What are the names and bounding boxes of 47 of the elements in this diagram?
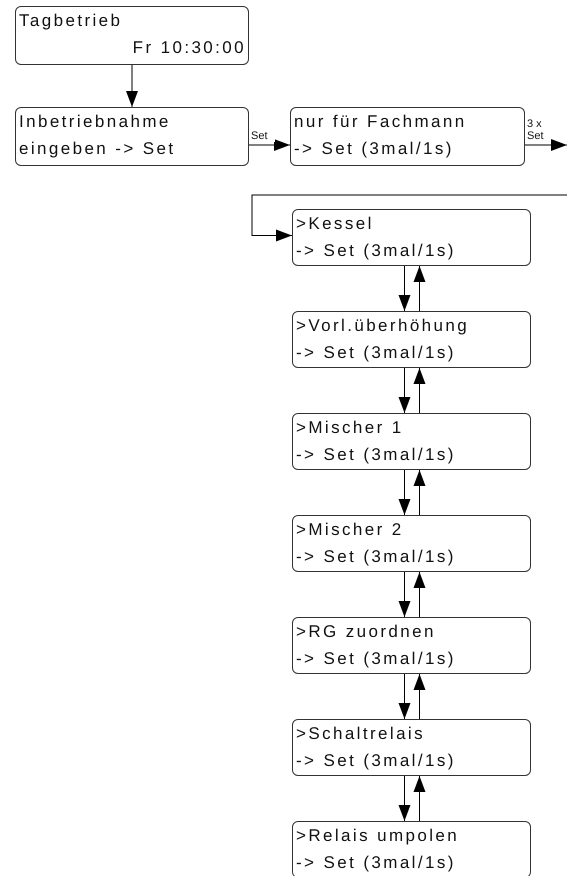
display-text: >RG zuordnen	[296, 622, 437, 642]
display-box	[292, 209, 531, 266]
arrow	[398, 776, 410, 822]
display-text: -> Set (3mal/1s)	[294, 139, 455, 159]
display-box	[292, 719, 531, 776]
arrow	[524, 139, 567, 151]
display-box	[292, 311, 531, 368]
display-text: nur für Fachmann	[294, 112, 468, 132]
display-text: >Vorl.überhöhung	[296, 316, 470, 336]
display-box	[292, 413, 531, 470]
display-text: -> Set (3mal/1s)	[296, 649, 457, 669]
display-text: -> Set (3mal/1s)	[296, 853, 457, 873]
display-text: -> Set (3mal/1s)	[296, 241, 457, 261]
display-text: >Mischer 1	[296, 418, 405, 438]
arrow	[398, 368, 410, 414]
arrow	[252, 194, 567, 242]
arrow	[398, 674, 410, 720]
display-text: Inbetriebnahme	[19, 112, 172, 132]
display-text: >Kessel	[296, 214, 375, 234]
arrow	[126, 64, 138, 108]
display-box	[15, 6, 249, 65]
arrow	[414, 572, 426, 618]
display-text: Fr 10:30:00	[132, 38, 246, 58]
display-box	[290, 107, 525, 166]
arrow	[414, 674, 426, 720]
display-box	[292, 821, 531, 876]
arrow	[414, 470, 426, 516]
display-text: >Relais umpolen	[296, 826, 460, 846]
arrow	[414, 368, 426, 414]
arrow	[398, 572, 410, 618]
display-text: -> Set (3mal/1s)	[296, 445, 457, 465]
arrow	[398, 470, 410, 516]
display-text: -> Set (3mal/1s)	[296, 343, 457, 363]
arrow	[398, 266, 410, 312]
arrow	[414, 776, 426, 822]
display-text: -> Set (3mal/1s)	[296, 751, 457, 771]
display-text: Tagbetrieb	[19, 11, 124, 31]
display-text: eingeben -> Set	[19, 139, 177, 159]
display-text: >Mischer 2	[296, 520, 405, 540]
display-box	[292, 515, 531, 572]
display-text: -> Set (3mal/1s)	[296, 547, 457, 567]
display-box	[292, 617, 531, 674]
edge-label: Set	[251, 130, 275, 142]
arrow	[414, 266, 426, 312]
display-box	[15, 107, 249, 166]
display-text: >Schaltrelais	[296, 724, 426, 744]
arrow	[248, 139, 290, 151]
